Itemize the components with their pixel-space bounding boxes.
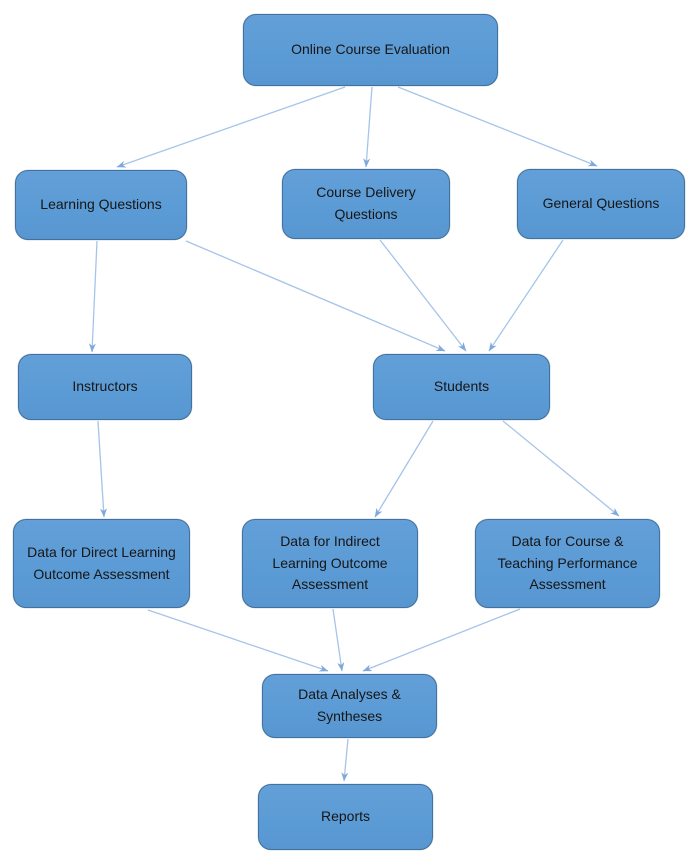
- arrow-instructors-to-data_direct: [97, 420, 107, 518]
- node-students: Students: [373, 354, 550, 420]
- arrow-course_delivery_questions-to-students: [379, 239, 467, 352]
- arrow-general_questions-to-students: [488, 239, 564, 352]
- arrow-online_course_evaluation-to-learning_questions: [116, 86, 346, 168]
- arrow-data_indirect-to-data_analyses_syntheses: [332, 608, 345, 672]
- node-data-direct-learning-outcome: Data for Direct Learning Outcome Assessm…: [13, 519, 190, 608]
- node-online-course-evaluation: Online Course Evaluation: [243, 14, 498, 86]
- arrow-students-to-data_indirect: [374, 420, 434, 518]
- arrow-online_course_evaluation-to-course_delivery_questions: [363, 86, 373, 168]
- node-general-questions: General Questions: [517, 169, 685, 239]
- node-label: Data Analyses & Syntheses: [298, 686, 401, 724]
- node-label: Online Course Evaluation: [291, 41, 450, 58]
- node-label: Instructors: [72, 378, 138, 395]
- node-learning-questions: Learning Questions: [15, 170, 187, 240]
- node-data-course-teaching-performance: Data for Course & Teaching Performance A…: [475, 519, 660, 608]
- node-label: Course Delivery Questions: [316, 184, 416, 222]
- node-label: Students: [433, 378, 490, 395]
- arrow-learning_questions-to-students: [185, 240, 446, 352]
- node-course-delivery-questions: Course Delivery Questions: [282, 169, 450, 239]
- node-label: Reports: [320, 808, 371, 825]
- node-label: Data for Direct Learning Outcome Assessm…: [27, 543, 176, 582]
- arrow-students-to-data_course_teaching: [502, 420, 620, 517]
- node-label: Data for Course & Teaching Performance A…: [497, 532, 638, 593]
- node-data-analyses-syntheses: Data Analyses & Syntheses: [262, 674, 437, 738]
- arrow-online_course_evaluation-to-general_questions: [397, 86, 598, 167]
- node-label: Learning Questions: [40, 196, 162, 213]
- arrow-data_direct-to-data_analyses_syntheses: [147, 609, 329, 672]
- arrow-learning_questions-to-instructors: [88, 240, 98, 353]
- arrow-data_analyses_syntheses-to-reports: [341, 738, 349, 782]
- node-label: General Questions: [542, 195, 660, 212]
- node-label: Data for Indirect Learning Outcome Asses…: [272, 532, 388, 593]
- node-instructors: Instructors: [18, 354, 192, 420]
- node-data-indirect-learning-outcome: Data for Indirect Learning Outcome Asses…: [242, 519, 418, 608]
- arrow-data_course_teaching-to-data_analyses_syntheses: [362, 608, 521, 672]
- node-reports: Reports: [258, 784, 433, 850]
